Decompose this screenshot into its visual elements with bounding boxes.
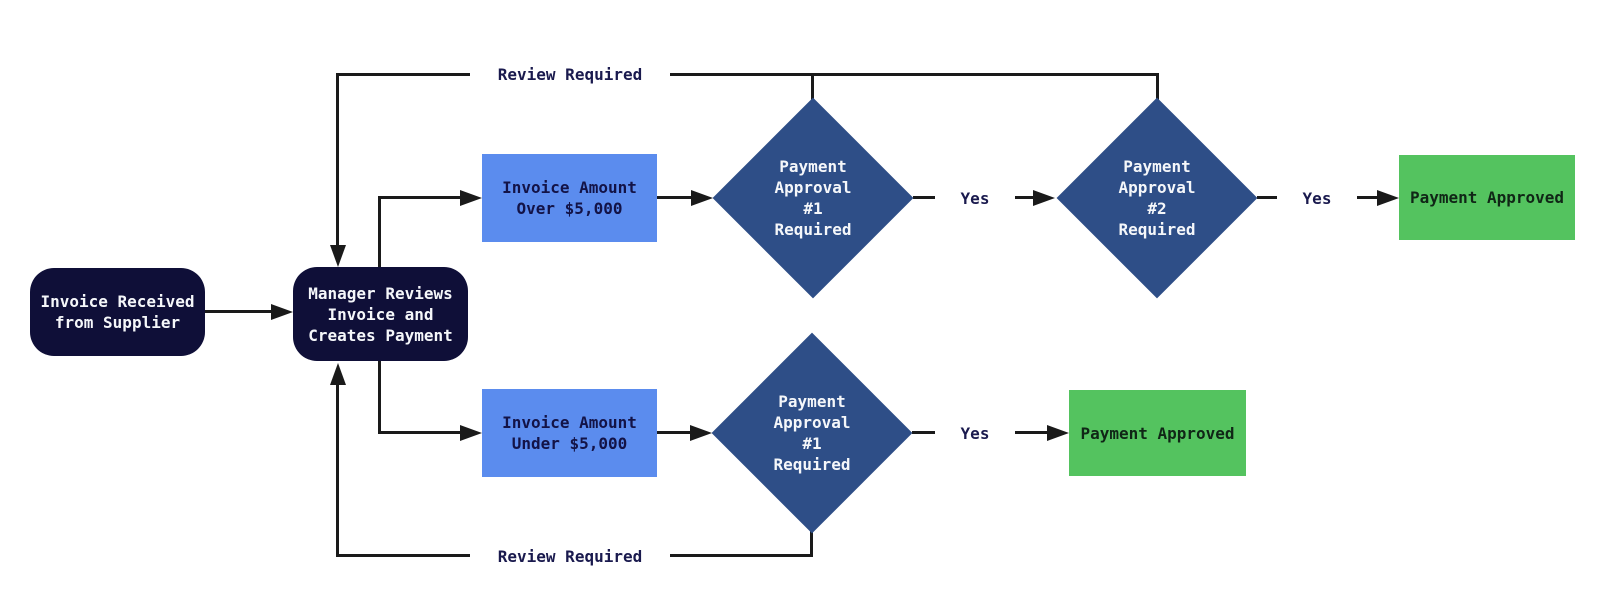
edge-label-review-required-top: Review Required [470, 60, 670, 88]
node-label: Manager Reviews Invoice and Creates Paym… [308, 283, 453, 345]
edge-label-review-required-bottom: Review Required [470, 542, 670, 570]
edge-review-loop-top-down-to-manager [336, 73, 339, 245]
edge-review-loop-top-stub-approval2 [1156, 73, 1159, 100]
node-payment-approval-2-top: Payment Approval #2 Required [1056, 97, 1258, 299]
review-required-label-text: Review Required [497, 64, 643, 84]
edge-review-loop-bottom-stub-approval1 [810, 531, 813, 557]
node-payment-approval-1-top: Payment Approval #1 Required [712, 97, 914, 299]
yes-label-text: Yes [1302, 188, 1332, 208]
node-payment-approved-bottom: Payment Approved [1069, 390, 1246, 476]
node-label: Invoice Received from Supplier [40, 292, 195, 332]
arrowhead-into-over-box [460, 190, 482, 206]
node-label: Payment Approved [1409, 188, 1565, 207]
edge-manager-to-under [380, 431, 460, 434]
edge-under-to-approval1-bottom [657, 431, 690, 434]
yes-label-text: Yes [960, 188, 990, 208]
edge-review-loop-top-horizontal [336, 73, 1159, 76]
edge-review-loop-bottom-up-to-manager [336, 385, 339, 557]
node-invoice-received: Invoice Received from Supplier [30, 268, 205, 356]
edge-over-to-approval1-top [657, 196, 691, 199]
arrowhead-into-manager-left [271, 304, 293, 320]
arrowhead-into-approval1-top [691, 190, 713, 206]
yes-label-text: Yes [960, 423, 990, 443]
arrowhead-into-approved-top [1377, 190, 1399, 206]
edge-review-loop-top-stub-approval1 [811, 73, 814, 100]
arrowhead-into-approval1-bottom [690, 425, 712, 441]
review-required-label-text: Review Required [497, 546, 643, 566]
node-label: Invoice Amount Under $5,000 [502, 413, 637, 453]
arrowhead-into-manager-bottom [330, 363, 346, 385]
node-label: Invoice Amount Over $5,000 [502, 178, 637, 218]
node-label: Payment Approved [1080, 423, 1235, 443]
edge-label-yes-bottom: Yes [935, 420, 1015, 446]
edge-label-yes-top-second: Yes [1277, 185, 1357, 211]
node-payment-approved-top: Payment Approved [1399, 155, 1575, 240]
arrowhead-into-manager-top [330, 245, 346, 267]
arrowhead-into-approved-bottom [1047, 425, 1069, 441]
arrowhead-into-under-box [460, 425, 482, 441]
node-label: Payment Approval #2 Required [1118, 157, 1196, 239]
node-manager-reviews: Manager Reviews Invoice and Creates Paym… [293, 267, 468, 361]
edge-invoice-to-manager [205, 310, 271, 313]
node-label: Payment Approval #1 Required [774, 157, 852, 239]
node-invoice-amount-over: Invoice Amount Over $5,000 [482, 154, 657, 242]
edge-label-yes-top-first: Yes [935, 185, 1015, 211]
node-invoice-amount-under: Invoice Amount Under $5,000 [482, 389, 657, 477]
node-label: Payment Approval #1 Required [773, 392, 851, 474]
edge-manager-to-over [380, 196, 460, 199]
node-payment-approval-1-bottom: Payment Approval #1 Required [711, 332, 913, 534]
arrowhead-into-approval2 [1033, 190, 1055, 206]
